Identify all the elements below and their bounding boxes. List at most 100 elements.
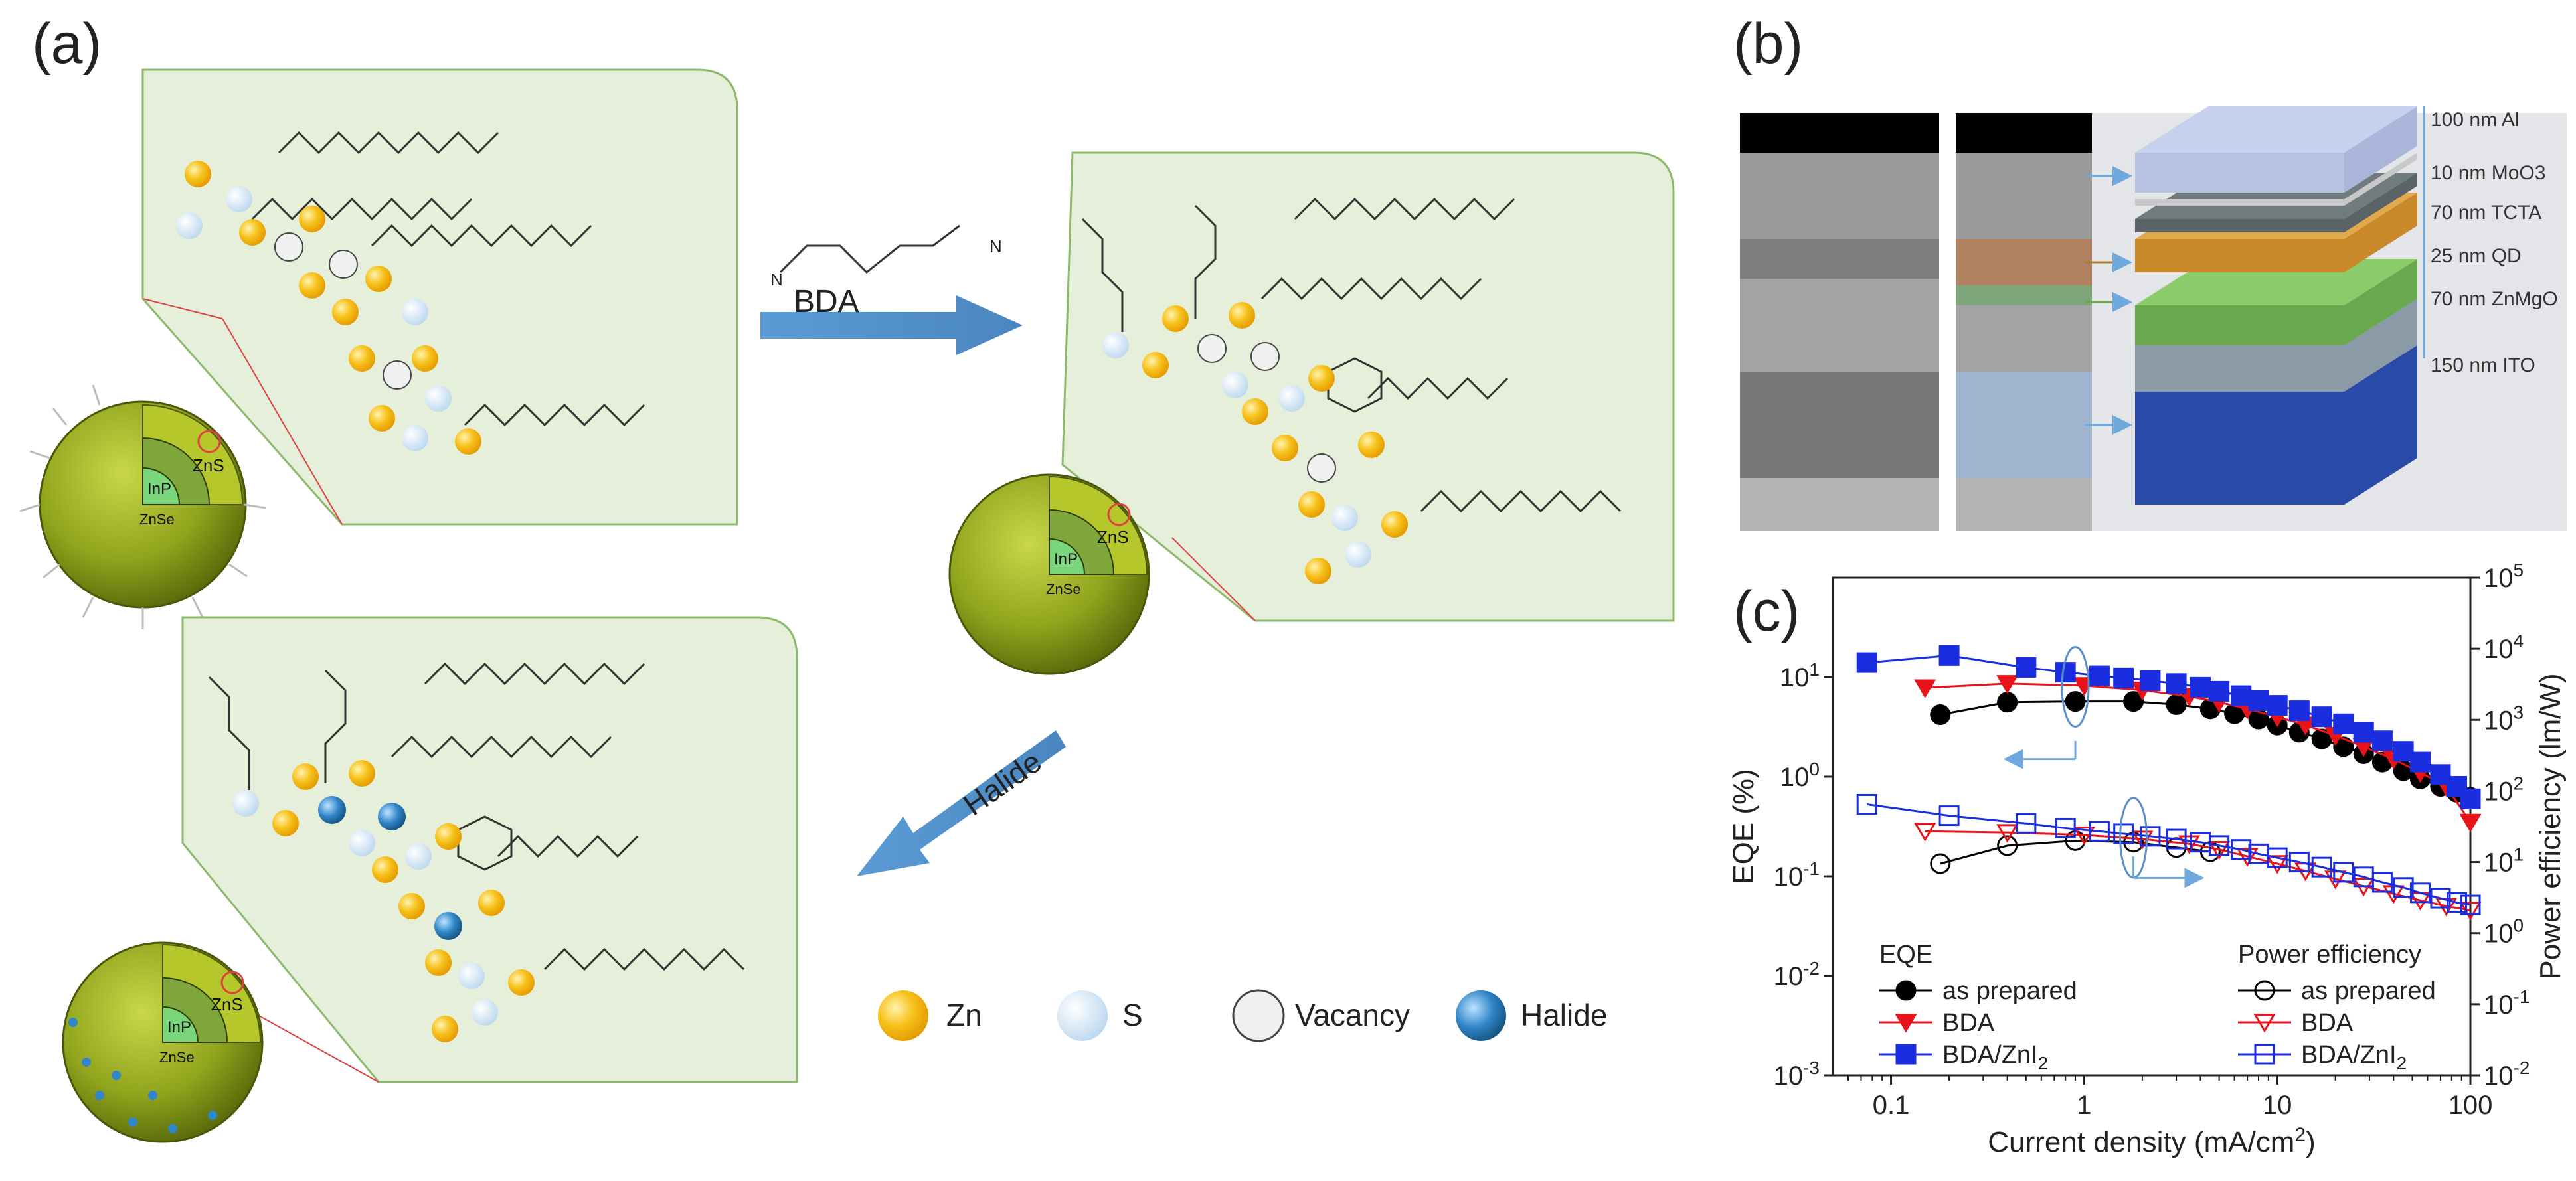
data-point-5-4 [2089, 821, 2110, 842]
data-point-2-17 [2371, 730, 2393, 751]
series-line-5 [1867, 803, 2471, 906]
data-point-5-1 [1938, 805, 1960, 827]
data-point-4-1 [1996, 824, 2019, 843]
data-point-2-6 [2140, 670, 2161, 691]
layer-znmgo: 70 nm ZnMgO [2431, 288, 2558, 310]
y2-tick-label: 103 [2484, 702, 2524, 735]
shell-label-3: ZnS [211, 994, 243, 1014]
layer-ito: 150 nm ITO [2431, 354, 2535, 376]
legend-pe-title: Power efficiency [2238, 941, 2421, 969]
data-point-5-21 [2446, 892, 2467, 913]
data-point-5-5 [2113, 823, 2134, 844]
data-point-0-0 [1930, 704, 1951, 726]
layer-al: 100 nm Al [2431, 109, 2519, 131]
legend-marker-eqe-2 [1895, 1044, 1917, 1065]
data-point-2-9 [2209, 680, 2230, 702]
legend-label-pe-0: as prepared [2301, 977, 2436, 1005]
data-point-2-5 [2113, 667, 2134, 688]
legend-halide-swatch [1456, 990, 1506, 1041]
data-point-0-11 [2333, 736, 2354, 757]
legend-vacancy-label: Vacancy [1295, 998, 1410, 1032]
data-point-5-19 [2409, 882, 2431, 904]
data-point-5-22 [2460, 894, 2481, 915]
data-point-2-16 [2353, 722, 2374, 743]
data-point-5-13 [2288, 852, 2310, 873]
halide-label: Halide [957, 744, 1048, 822]
legend-zn-swatch [878, 990, 928, 1041]
legend-eqe-title: EQE [1879, 941, 1932, 969]
core-label-2: InP [1054, 550, 1078, 568]
y2-tick-label: 100 [2484, 915, 2524, 949]
y2-axis-title: Power efficiency (lm/W) [2534, 673, 2567, 979]
svg-text:N: N [989, 236, 1002, 256]
quantum-dot-sphere-1: InP ZnSe ZnS [19, 384, 266, 629]
data-point-1-1 [1996, 675, 2019, 694]
shell-label-2: ZnS [1097, 527, 1129, 547]
legend-marker-pe-2 [2254, 1044, 2275, 1065]
y2-tick-label: 10-1 [2484, 986, 2530, 1020]
legend-label-eqe-0: as prepared [1942, 977, 2077, 1005]
ligand-chains [251, 131, 645, 427]
legend-marker-pe-0 [2254, 980, 2275, 1001]
legend-marker-eqe-1 [1895, 1014, 1917, 1033]
legend-label-pe-1: BDA [2301, 1009, 2354, 1037]
data-point-5-0 [1856, 793, 1877, 815]
scheme-box-halide [181, 616, 798, 1083]
y2-tick-label: 104 [2484, 631, 2524, 664]
y-tick-label: 100 [1780, 759, 1820, 792]
legend-marker-pe-1 [2253, 1014, 2276, 1033]
data-point-0-10 [2311, 728, 2332, 749]
mid-label-3: ZnSe [159, 1049, 195, 1065]
legend-zn-label: Zn [946, 998, 982, 1032]
data-point-4-0 [1914, 823, 1936, 842]
panel-b-label: (b) [1733, 12, 1803, 76]
data-point-5-3 [2055, 817, 2076, 838]
y-tick-label: 101 [1780, 659, 1820, 692]
data-point-2-11 [2248, 690, 2269, 711]
data-point-2-18 [2393, 741, 2414, 762]
legend-label-eqe-1: BDA [1942, 1009, 1995, 1037]
data-point-1-14 [2459, 813, 2482, 832]
eqe-group-ellipse [2061, 646, 2090, 728]
data-point-5-18 [2393, 877, 2414, 898]
x-tick-label: 100 [2448, 1091, 2493, 1120]
y-tick-label: 10-3 [1774, 1058, 1820, 1091]
data-point-2-2 [2016, 657, 2037, 678]
data-point-2-4 [2089, 665, 2110, 686]
y-tick-label: 10-2 [1774, 958, 1820, 991]
data-point-2-15 [2333, 713, 2354, 734]
data-point-3-0 [1930, 853, 1951, 874]
halide-arrow: Halide [857, 730, 1066, 876]
legend-halide-label: Halide [1521, 998, 1607, 1032]
data-point-2-10 [2231, 685, 2252, 706]
y-tick-label: 10-1 [1774, 858, 1820, 892]
atom-cluster [176, 161, 481, 455]
data-point-2-1 [1938, 645, 1960, 666]
device-stack: 100 nm Al 10 nm MoO3 70 nm TCTA 25 nm QD… [2085, 106, 2567, 531]
legend-s-swatch [1057, 990, 1108, 1041]
data-point-5-10 [2231, 839, 2252, 860]
quantum-dot-sphere-2: InP ZnSe ZnS [948, 473, 1150, 675]
data-point-2-20 [2430, 764, 2451, 785]
y2-tick-label: 101 [2484, 844, 2524, 878]
panel-a-label: (a) [32, 12, 102, 76]
data-point-5-7 [2166, 828, 2187, 850]
data-point-4-2 [2073, 827, 2095, 846]
data-point-2-19 [2409, 751, 2431, 773]
data-point-2-3 [2055, 662, 2076, 683]
data-point-5-14 [2311, 856, 2332, 878]
data-point-4-6 [2236, 848, 2259, 867]
data-point-2-8 [2190, 676, 2211, 698]
data-point-2-22 [2460, 788, 2481, 809]
legend-label-eqe-2: BDA/ZnI2 [1942, 1041, 2048, 1073]
x-tick-label: 10 [2263, 1091, 2292, 1120]
data-point-4-5 [2208, 841, 2231, 860]
series-line-4 [1925, 830, 2471, 911]
y2-tick-label: 102 [2484, 773, 2524, 806]
x-tick-label: 0.1 [1873, 1091, 1910, 1120]
data-point-5-12 [2267, 847, 2288, 868]
data-point-2-12 [2267, 695, 2288, 716]
y-axis-title: EQE (%) [1727, 769, 1760, 884]
mid-label-2: ZnSe [1046, 581, 1081, 597]
